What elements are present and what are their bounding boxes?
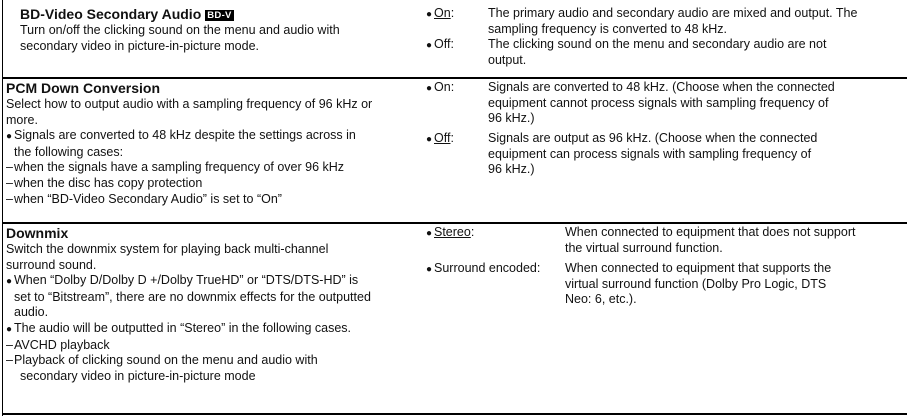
option-description: When connected to equipment that support… bbox=[565, 261, 831, 308]
dash-icon: – bbox=[6, 160, 13, 175]
bullet-icon: ● bbox=[6, 131, 13, 143]
option-description-line: equipment cannot process signals with sa… bbox=[488, 95, 829, 110]
option-description: Signals are converted to 48 kHz. (Choose… bbox=[488, 80, 835, 127]
setting-pcm-down-conversion: PCM Down Conversion Select how to output… bbox=[6, 80, 895, 222]
option-colon: : bbox=[450, 6, 455, 20]
option-description-line: When connected to equipment that support… bbox=[565, 261, 832, 275]
bullet-icon: ● bbox=[6, 276, 13, 288]
option-description-line: Neo: 6, etc.). bbox=[565, 292, 637, 307]
setting-title: PCM Down Conversion bbox=[6, 80, 161, 96]
option-colon: : bbox=[536, 261, 541, 275]
case-item: –when the signals have a sampling freque… bbox=[6, 160, 426, 176]
option-description-line: The clicking sound on the menu and secon… bbox=[488, 37, 827, 51]
bullet-icon: ● bbox=[426, 264, 433, 275]
setting-title-text: BD-Video Secondary Audio bbox=[20, 6, 202, 22]
dash-icon: – bbox=[6, 337, 13, 352]
case-item: –AVCHD playback bbox=[6, 338, 426, 354]
section-divider bbox=[2, 222, 907, 224]
case-text: when the signals have a sampling frequen… bbox=[14, 160, 345, 175]
option-description-line: output. bbox=[488, 52, 527, 67]
setting-description: Turn on/off the clicking sound on the me… bbox=[20, 23, 340, 37]
option-colon: : bbox=[450, 37, 454, 51]
dash-icon: – bbox=[6, 353, 13, 368]
case-item: –when “BD-Video Secondary Audio” is set … bbox=[6, 192, 426, 208]
note-text: Signals are converted to 48 kHz despite … bbox=[14, 128, 356, 143]
option-label: Off bbox=[434, 131, 451, 145]
option-description: The primary audio and secondary audio ar… bbox=[488, 6, 857, 37]
option-description: When connected to equipment that does no… bbox=[565, 225, 855, 256]
setting-info: Downmix Switch the downmix system for pl… bbox=[6, 225, 426, 384]
section-divider bbox=[2, 77, 907, 79]
option-off: ●Off: bbox=[426, 37, 454, 54]
setting-description: surround sound. bbox=[6, 257, 97, 272]
bullet-icon: ● bbox=[426, 134, 433, 145]
case-text: when “BD-Video Secondary Audio” is set t… bbox=[14, 191, 282, 206]
option-colon: : bbox=[470, 225, 475, 239]
note-bullet: ●Signals are converted to 48 kHz despite… bbox=[6, 128, 426, 145]
option-colon: : bbox=[450, 80, 455, 94]
note-text: set to “Bitstream”, there are no downmix… bbox=[14, 289, 371, 304]
case-item: –when the disc has copy protection bbox=[6, 176, 426, 192]
option-off: ●Off: bbox=[426, 131, 454, 148]
option-description-line: When connected to equipment that does no… bbox=[565, 225, 856, 239]
case-text: AVCHD playback bbox=[14, 337, 110, 352]
bullet-icon: ● bbox=[426, 40, 433, 51]
option-description-line: The primary audio and secondary audio ar… bbox=[488, 6, 858, 20]
setting-description: secondary video in picture-in-picture mo… bbox=[20, 38, 260, 53]
left-border bbox=[2, 0, 3, 416]
setting-description: more. bbox=[6, 112, 38, 127]
option-label: Off bbox=[434, 37, 451, 51]
case-text: when the disc has copy protection bbox=[14, 175, 203, 190]
bd-v-badge: BD-V bbox=[205, 10, 234, 21]
option-on: ●On: bbox=[426, 80, 454, 97]
option-description-line: sampling frequency is converted to 48 kH… bbox=[488, 21, 728, 36]
bullet-icon: ● bbox=[6, 323, 13, 335]
note-bullet: ●The audio will be outputted in “Stereo”… bbox=[6, 321, 426, 338]
note-text: The audio will be outputted in “Stereo” … bbox=[14, 320, 351, 335]
option-colon: : bbox=[450, 131, 454, 145]
setting-description: Switch the downmix system for playing ba… bbox=[6, 242, 329, 256]
setting-description: Select how to output audio with a sampli… bbox=[6, 97, 373, 111]
option-label: Surround encoded bbox=[434, 261, 537, 275]
note-text: When “Dolby D/Dolby D +/Dolby TrueHD” or… bbox=[14, 273, 359, 288]
option-surround-encoded: ●Surround encoded: bbox=[426, 261, 540, 278]
setting-downmix: Downmix Switch the downmix system for pl… bbox=[6, 225, 895, 413]
bullet-icon: ● bbox=[426, 83, 433, 94]
case-text: Playback of clicking sound on the menu a… bbox=[14, 353, 318, 368]
setting-info: PCM Down Conversion Select how to output… bbox=[6, 80, 426, 207]
option-description-line: Signals are output as 96 kHz. (Choose wh… bbox=[488, 131, 818, 145]
dash-icon: – bbox=[6, 191, 13, 206]
option-description-line: 96 kHz.) bbox=[488, 162, 535, 177]
option-label: On bbox=[434, 80, 451, 94]
case-text: secondary video in picture-in-picture mo… bbox=[20, 368, 256, 383]
option-description-line: the virtual surround function. bbox=[565, 240, 723, 255]
note-bullet: ●When “Dolby D/Dolby D +/Dolby TrueHD” o… bbox=[6, 273, 426, 290]
option-label: On bbox=[434, 6, 451, 20]
option-stereo: ●Stereo: bbox=[426, 225, 474, 242]
bullet-icon: ● bbox=[426, 228, 433, 239]
option-description-line: equipment can process signals with sampl… bbox=[488, 146, 812, 161]
option-description-line: Signals are converted to 48 kHz. (Choose… bbox=[488, 80, 835, 94]
bullet-icon: ● bbox=[426, 9, 433, 20]
option-on: ●On: bbox=[426, 6, 454, 23]
dash-icon: – bbox=[6, 175, 13, 190]
note-text: the following cases: bbox=[14, 144, 124, 159]
setting-title: Downmix bbox=[6, 225, 69, 241]
note-text: audio. bbox=[14, 305, 49, 320]
option-description: The clicking sound on the menu and secon… bbox=[488, 37, 826, 68]
option-description-line: virtual surround function (Dolby Pro Log… bbox=[565, 276, 827, 291]
option-description-line: 96 kHz.) bbox=[488, 111, 535, 126]
section-divider bbox=[2, 413, 907, 415]
case-item: –Playback of clicking sound on the menu … bbox=[6, 353, 426, 369]
option-description: Signals are output as 96 kHz. (Choose wh… bbox=[488, 131, 817, 178]
option-label: Stereo bbox=[434, 225, 471, 239]
